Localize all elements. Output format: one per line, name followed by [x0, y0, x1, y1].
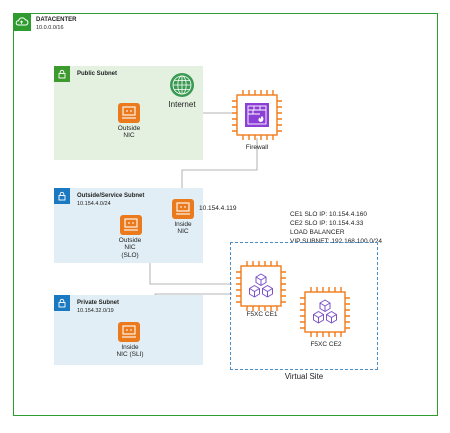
- public-subnet-lock-badge: [54, 66, 70, 82]
- ce1-label: F5XC CE1: [246, 311, 278, 318]
- datacenter-frame: [13, 13, 438, 416]
- vip-info: CE1 SLO IP: 10.154.4.160 CE2 SLO IP: 10.…: [290, 210, 382, 246]
- sli-nic-icon: [118, 322, 140, 342]
- ce2-slo-ip: CE2 SLO IP: 10.154.4.33: [290, 220, 364, 227]
- slo-nic-icon: [120, 215, 142, 235]
- public-nic-label-line1: Outside: [117, 125, 141, 132]
- f5xc-ce2-chip: [300, 287, 350, 337]
- ce1-slo-ip: CE1 SLO IP: 10.154.4.160: [290, 211, 367, 218]
- globe-icon: [170, 73, 194, 97]
- internet-label: Internet: [168, 100, 196, 109]
- virtual-site-boundary: [230, 242, 378, 370]
- sli-nic-label-line2: NIC (SLI): [116, 351, 144, 359]
- sli-nic-label: Inside NIC (SLI): [104, 344, 156, 359]
- load-balancer-heading: LOAD BALANCER: [290, 229, 345, 236]
- sli-nic-label-line1: Inside: [121, 344, 139, 351]
- outside-nic-icon: [118, 103, 140, 123]
- inside-nic-icon: [172, 199, 194, 219]
- public-nic-label-line2: NIC: [123, 132, 135, 140]
- vip-subnet: VIP SUBNET: 192.168.100.0/24: [290, 238, 383, 245]
- inside-nic-label-line1: Inside: [174, 221, 192, 228]
- inside-nic-label: Inside NIC: [163, 221, 203, 236]
- connector-inside-nic-firewall: [181, 138, 258, 198]
- outside-subnet-cidr: 10.154.4.0/24: [77, 201, 111, 207]
- f5xc-ce1-chip: [236, 261, 286, 311]
- lock-icon: [58, 191, 66, 201]
- firewall-label: Firewall: [245, 144, 269, 151]
- virtual-site-label: Virtual Site: [284, 372, 324, 381]
- cloud-icon: [15, 17, 29, 26]
- lock-icon: [58, 69, 66, 79]
- slo-nic-label-line2: NIC: [124, 244, 136, 252]
- firewall-chip: [232, 90, 282, 140]
- slo-nic-label-line3: (SLO): [121, 251, 139, 259]
- datacenter-title: DATACENTER: [36, 17, 77, 23]
- ce2-label: F5XC CE2: [310, 341, 342, 348]
- private-subnet-lock-badge: [54, 295, 70, 311]
- public-subnet-title: Public Subnet: [77, 71, 118, 77]
- datacenter-cloud-badge: [13, 13, 31, 31]
- outside-subnet-title: Outside/Service Subnet: [77, 193, 145, 199]
- public-nic-label: Outside NIC: [104, 125, 154, 140]
- slo-nic-label: Outside NIC (SLO): [106, 237, 154, 259]
- private-subnet-title: Private Subnet: [77, 300, 120, 306]
- outside-subnet-lock-badge: [54, 188, 70, 204]
- private-subnet-cidr: 10.154.32.0/19: [77, 308, 114, 314]
- inside-nic-label-line2: NIC: [177, 228, 189, 236]
- datacenter-cidr: 10.0.0.0/16: [36, 25, 64, 31]
- slo-nic-label-line1: Outside: [118, 237, 142, 244]
- lock-icon: [58, 298, 66, 308]
- inside-nic-ip: 10.154.4.119: [199, 205, 237, 212]
